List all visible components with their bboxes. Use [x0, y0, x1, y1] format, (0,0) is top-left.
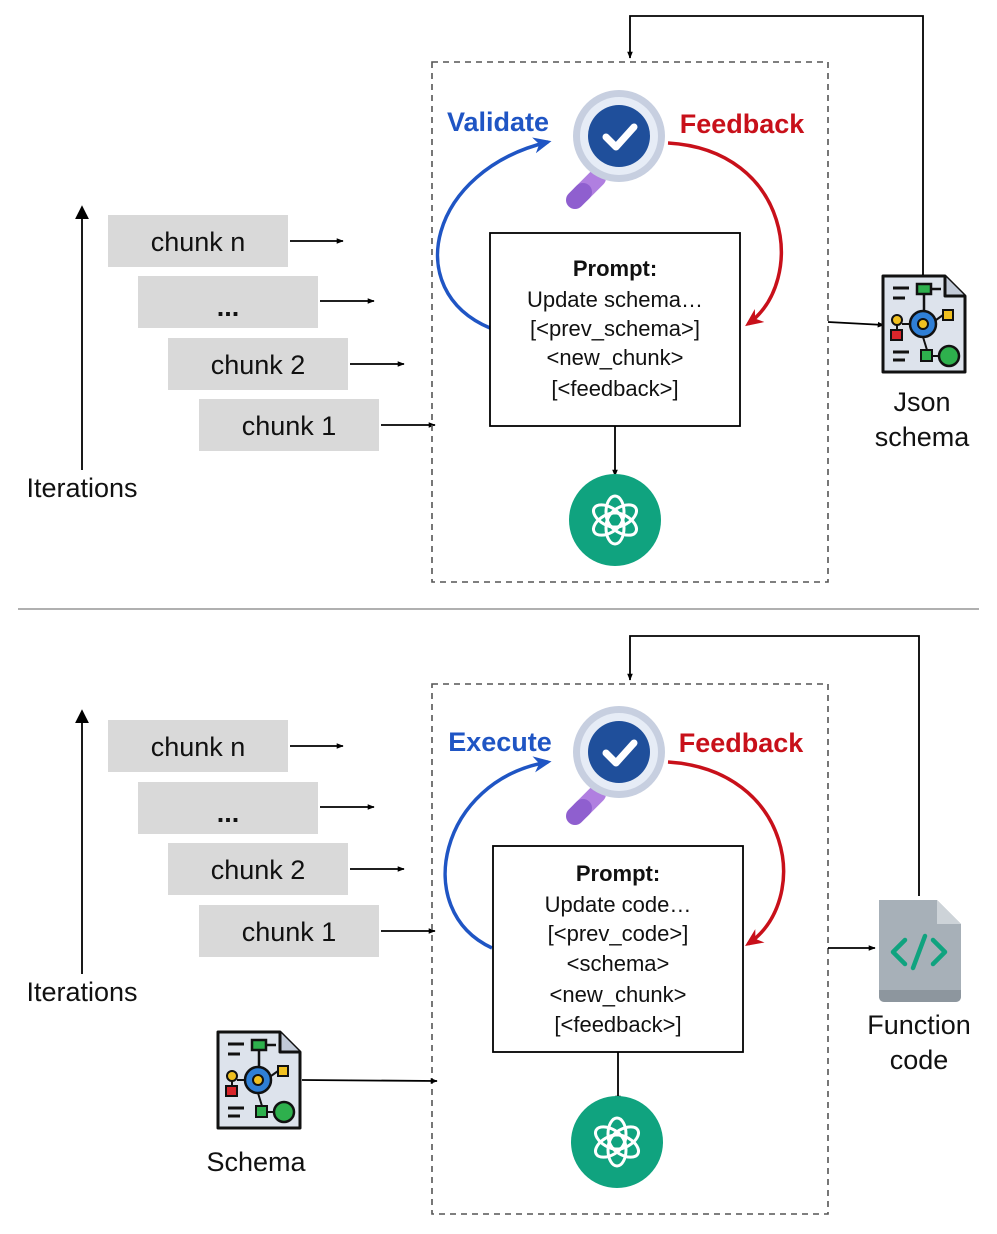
- bottom-code-file-icon: [879, 900, 961, 1002]
- top-chunk-2-box: [168, 338, 348, 390]
- bottom-chunk-n-box: [108, 720, 288, 772]
- bottom-prompt-title: Prompt:: [576, 861, 660, 886]
- bottom-feedback-arrow: [667, 760, 786, 947]
- top-feedback-label: Feedback: [680, 109, 806, 139]
- bottom-chunk-n-label: chunk n: [151, 732, 246, 762]
- top-chunk-n-label: chunk n: [151, 227, 246, 257]
- top-openai-logo-icon: [567, 472, 663, 568]
- top-prompt-line-4: [<feedback>]: [551, 376, 678, 401]
- bottom-prompt-line-5: [<feedback>]: [554, 1012, 681, 1037]
- top-prompt-line-3: <new_chunk>: [547, 345, 684, 370]
- bottom-prompt-line-3: <schema>: [567, 951, 670, 976]
- bottom-chunk-ellipsis-box: [138, 782, 318, 834]
- bottom-chunk-1-box: [199, 905, 379, 957]
- bottom-execute-arrow: [443, 756, 552, 950]
- top-chunk-n-box: [108, 215, 288, 267]
- bottom-iterations-label: Iterations: [26, 977, 137, 1007]
- top-prompt-line-2: [<prev_schema>]: [530, 316, 700, 341]
- top-chunk-ellipsis-box: [138, 276, 318, 328]
- bottom-prompt-line-4: <new_chunk>: [550, 982, 687, 1007]
- bottom-chunk-2-box: [168, 843, 348, 895]
- bottom-schema-input-arrow: [301, 1078, 438, 1084]
- top-chunk-2-label: chunk 2: [211, 350, 306, 380]
- bottom-schema-input-icon: [216, 1030, 302, 1130]
- top-prompt-line-1: Update schema…: [527, 287, 703, 312]
- top-prompt-title: Prompt:: [573, 256, 657, 281]
- bottom-dashed-container: [431, 683, 829, 1215]
- bottom-prompt-line-1: Update code…: [545, 892, 692, 917]
- top-validate-arrow: [435, 137, 552, 330]
- top-prompt-box: [489, 232, 741, 427]
- bottom-panel: Iterations chunk n ... chunk 2 chunk 1 E…: [26, 635, 971, 1215]
- top-dashed-container: [431, 61, 829, 583]
- top-iterations-label: Iterations: [26, 473, 137, 503]
- top-panel: Iterations chunk n ... chunk 2 chunk 1 V…: [26, 15, 971, 583]
- top-output-arrow: [827, 321, 885, 328]
- top-loopback-arrow: [627, 15, 924, 275]
- bottom-chunk-ellipsis-label: ...: [217, 798, 240, 828]
- bottom-output-label-2: code: [890, 1045, 949, 1075]
- bottom-schema-input-label: Schema: [206, 1147, 306, 1177]
- bottom-chunk-1-label: chunk 1: [242, 917, 337, 947]
- bottom-output-label-1: Function: [867, 1010, 971, 1040]
- top-schema-document-icon: [881, 274, 967, 374]
- top-output-label-1: Json: [893, 387, 950, 417]
- top-chunk-1-label: chunk 1: [242, 411, 337, 441]
- top-chunk-ellipsis-label: ...: [217, 292, 240, 322]
- top-feedback-arrow: [667, 141, 784, 327]
- top-chunk-1-box: [199, 399, 379, 451]
- bottom-prompt-box: [492, 845, 744, 1053]
- bottom-magnifier-check-icon: [573, 706, 665, 816]
- top-validate-label: Validate: [447, 107, 549, 137]
- bottom-chunk-2-label: chunk 2: [211, 855, 306, 885]
- bottom-loopback-arrow: [627, 635, 920, 896]
- bottom-feedback-label: Feedback: [679, 728, 805, 758]
- bottom-prompt-line-2: [<prev_code>]: [548, 921, 689, 946]
- bottom-openai-logo-icon: [569, 1094, 665, 1190]
- top-output-label-2: schema: [875, 422, 971, 452]
- top-magnifier-check-icon: [573, 90, 665, 200]
- bottom-execute-label: Execute: [448, 727, 552, 757]
